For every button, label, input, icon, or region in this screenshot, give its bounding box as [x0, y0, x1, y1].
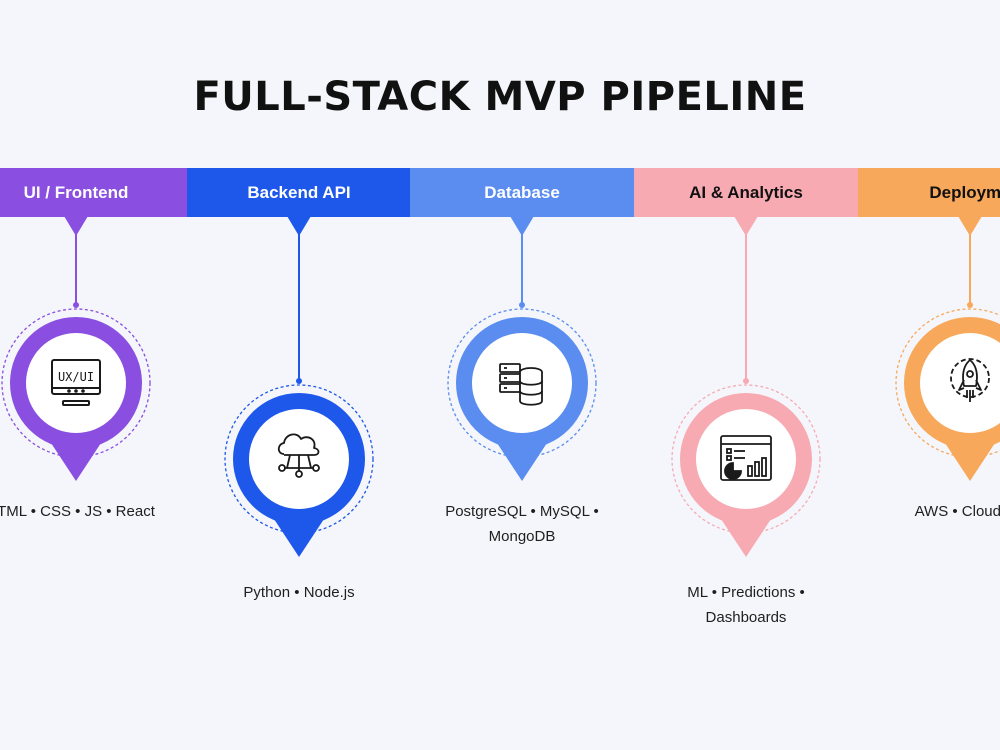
rocket-gear-icon: [950, 358, 990, 402]
stage-header: UI / Frontend: [0, 168, 188, 217]
stage-pin: [671, 384, 821, 557]
header-pointer: [64, 216, 88, 236]
stage-ui-frontend: UI / Frontend UX/UI TM: [0, 0, 188, 750]
tech-line: MongoDB: [488, 528, 556, 545]
connector-dot: [296, 378, 302, 384]
header-pointer: [510, 216, 534, 236]
header-pointer: [958, 216, 982, 236]
pin-shape: [224, 384, 374, 557]
connector-dot: [73, 302, 79, 308]
pin-shape: [895, 308, 1000, 481]
stage-pin: [895, 308, 1000, 481]
stage-pin: [447, 308, 597, 481]
page-title: FULL-STACK MVP PIPELINE: [193, 74, 807, 120]
stage-pin: UX/UI: [1, 308, 151, 481]
pin-shape: [671, 384, 821, 557]
stage-deployment: Deployme: [858, 0, 1000, 750]
header-pointer: [287, 216, 311, 236]
connector-line: [75, 234, 77, 304]
tech-list: AWS • Cloud • H: [828, 499, 1000, 524]
tech-line: Dashboards: [705, 609, 787, 626]
tech-list: TML • CSS • JS • React: [0, 499, 218, 524]
tech-line: PostgreSQL • MySQL •: [445, 503, 599, 520]
pin-shape: UX/UI: [1, 308, 151, 481]
ux-ui-monitor-icon: [51, 359, 101, 406]
cloud-network-icon: [277, 433, 320, 478]
stage-pin: [224, 384, 374, 557]
connector-line: [298, 234, 300, 380]
connector-dot: [519, 302, 525, 308]
tech-list: ML • Predictions • Dashboards: [604, 580, 888, 630]
tech-list: Python • Node.js: [157, 580, 441, 605]
tech-line: Python • Node.js: [243, 584, 355, 601]
stage-header: Database: [410, 168, 634, 217]
connector-line: [745, 234, 747, 380]
tech-line: TML • CSS • JS • React: [0, 503, 155, 520]
stage-header: Deployme: [858, 168, 1000, 217]
stage-ai-analytics: AI & Analytics: [634, 0, 858, 750]
connector-dot: [967, 302, 973, 308]
tech-line: ML • Predictions •: [687, 584, 805, 601]
stage-header: AI & Analytics: [634, 168, 858, 217]
connector-line: [521, 234, 523, 304]
tech-line: AWS • Cloud • H: [914, 503, 1000, 520]
stage-backend-api: Backend API: [187, 0, 411, 750]
connector-dot: [743, 378, 749, 384]
pin-shape: [447, 308, 597, 481]
icon-label: UX/UI: [58, 370, 94, 384]
connector-line: [969, 234, 971, 304]
database-server-icon: [499, 363, 543, 406]
tech-list: PostgreSQL • MySQL • MongoDB: [380, 499, 664, 549]
stage-header: Backend API: [187, 168, 411, 217]
stage-database: Database: [410, 0, 634, 750]
header-pointer: [734, 216, 758, 236]
analytics-dashboard-icon: [720, 435, 772, 481]
